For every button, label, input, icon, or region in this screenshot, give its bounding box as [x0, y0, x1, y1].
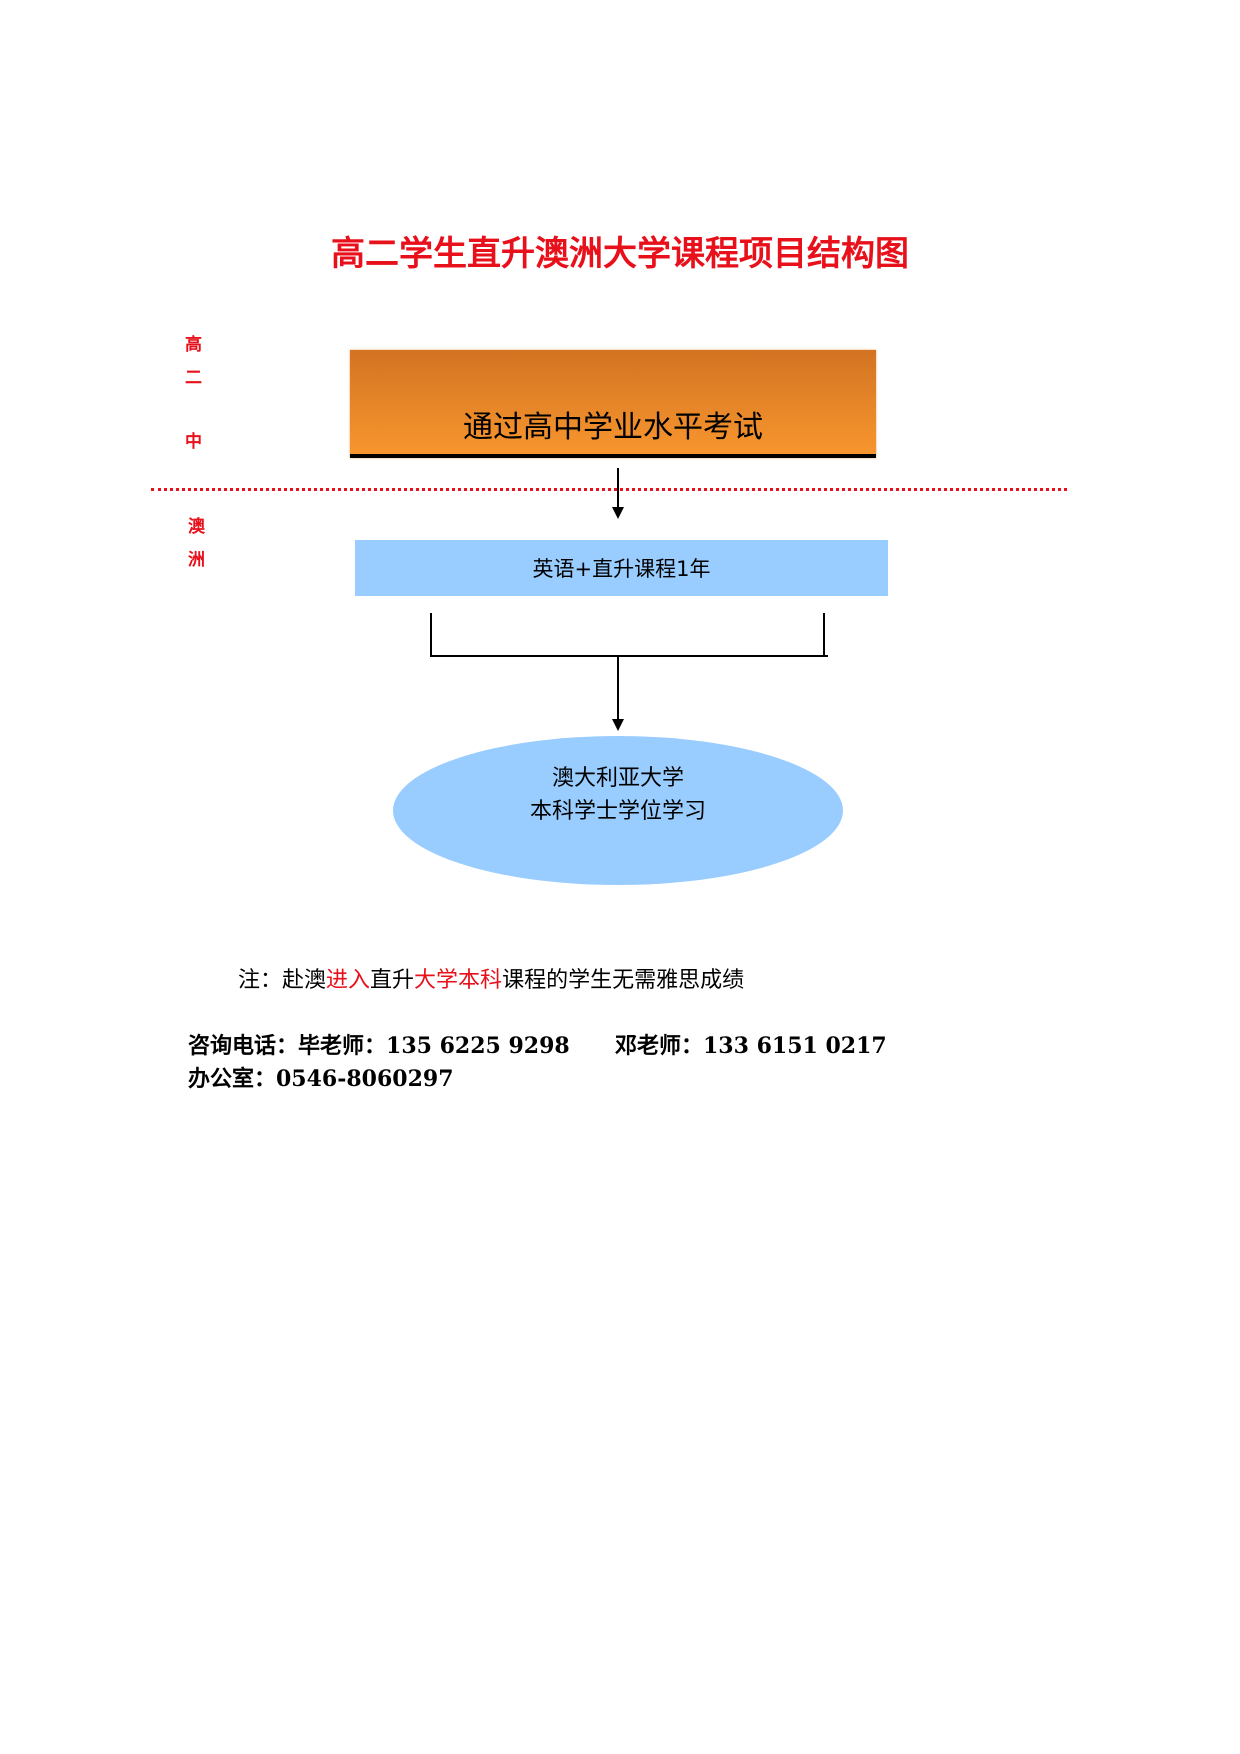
divider-dotted-line — [151, 488, 1067, 491]
note-part: 课程的学生无需雅思成绩 — [502, 968, 745, 993]
arrow-line — [617, 656, 619, 720]
side-label-char: 中 — [185, 432, 202, 452]
arrow-line — [617, 468, 619, 508]
side-label-char: 澳 — [188, 517, 205, 537]
arrow-head-icon — [612, 719, 624, 731]
note-part: 直升 — [370, 968, 415, 993]
side-label-char: 二 — [185, 368, 202, 388]
note-highlight: 进入 — [326, 968, 371, 993]
bracket-bottom-line — [430, 655, 828, 657]
contact-line: 咨询电话：毕老师：135 6225 9298 — [188, 1028, 570, 1060]
note-text: 注：赴澳进入直升大学本科课程的学生无需雅思成绩 — [238, 962, 744, 994]
note-part: 注：赴澳 — [238, 968, 327, 993]
contact-teacher1: 毕老师：135 6225 9298 — [298, 1033, 570, 1059]
contact-office: 办公室：0546-8060297 — [188, 1066, 454, 1092]
bracket-right-line — [823, 613, 825, 655]
contact-teacher2: 邓老师：133 6151 0217 — [615, 1033, 887, 1059]
page-title: 高二学生直升澳洲大学课程项目结构图 — [331, 234, 909, 274]
step-exam-box: 通过高中学业水平考试 — [350, 350, 876, 458]
side-label-char: 高 — [185, 335, 202, 355]
step-course-box: 英语+直升课程1年 — [355, 540, 888, 596]
step-exam-label: 通过高中学业水平考试 — [463, 410, 763, 445]
step-course-label: 英语+直升课程1年 — [532, 557, 711, 581]
bracket-left-line — [430, 613, 432, 655]
university-label-line2: 本科学士学位学习 — [529, 799, 706, 824]
note-highlight: 大学本科 — [414, 968, 503, 993]
arrow-head-icon — [612, 507, 624, 519]
side-label-char: 洲 — [188, 550, 205, 570]
university-label-line1: 澳大利亚大学 — [551, 766, 684, 791]
contact-label: 咨询电话： — [188, 1034, 299, 1059]
step-university-ellipse: 澳大利亚大学 本科学士学位学习 — [393, 736, 843, 885]
